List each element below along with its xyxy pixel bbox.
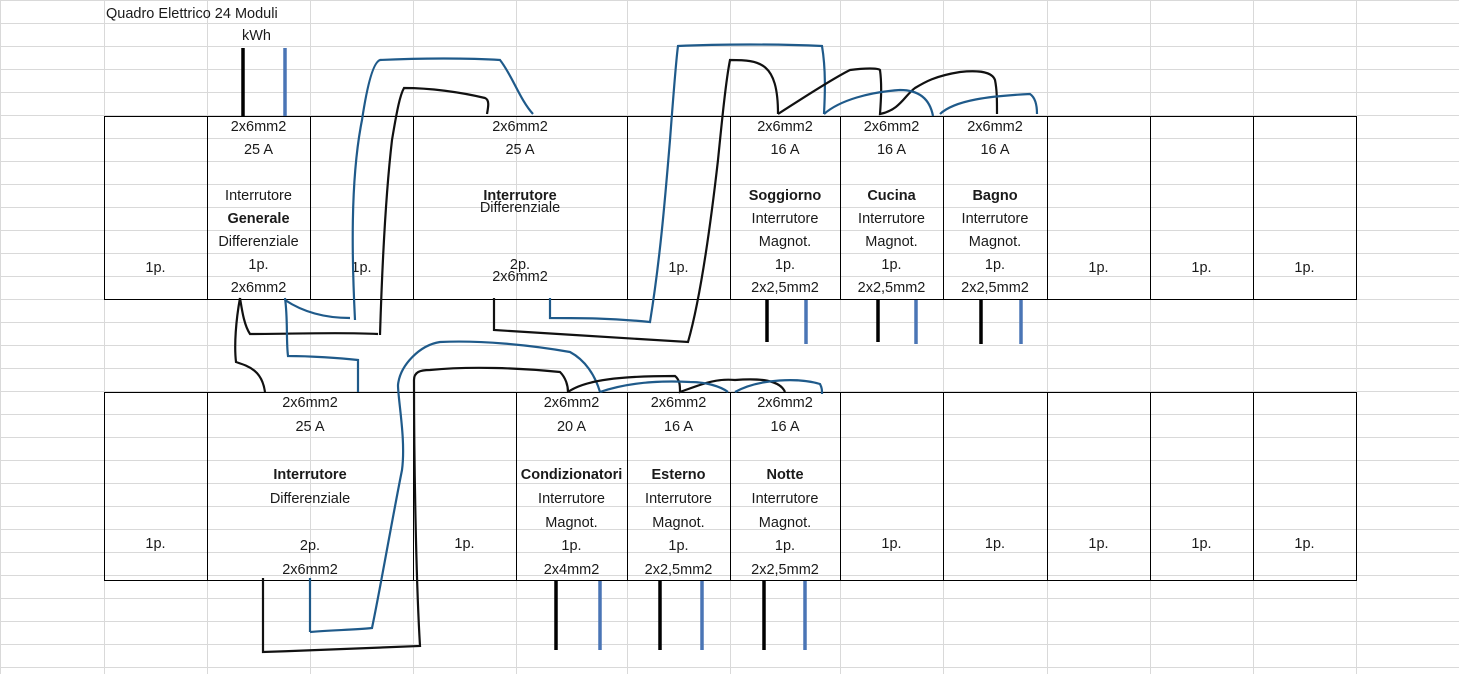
module-pole-label: 1p. bbox=[561, 538, 582, 555]
module-cell-border bbox=[1253, 392, 1357, 581]
module-cable-in: 2x6mm2 bbox=[967, 119, 1023, 135]
module-line-4: Interrutore bbox=[273, 466, 347, 483]
module-cable-out: 2x2,5mm2 bbox=[857, 280, 926, 296]
module-pole-label: 1p. bbox=[1294, 536, 1315, 552]
module-cable-out: 2x6mm2 bbox=[230, 280, 287, 296]
module-line-6: Magnot. bbox=[652, 514, 705, 531]
module-pole-label: 1p. bbox=[1088, 260, 1109, 276]
module-rating: 16 A bbox=[770, 418, 800, 435]
module-cable-out: 2x2,5mm2 bbox=[644, 562, 713, 579]
module-cable-in: 2x6mm2 bbox=[650, 395, 707, 411]
module-line-6: Magnot. bbox=[758, 234, 812, 250]
module-pole-label: 1p. bbox=[1088, 536, 1109, 552]
module-rating: 16 A bbox=[663, 418, 694, 435]
module-cable-in: 2x6mm2 bbox=[757, 119, 813, 135]
module-cable-out: 2x2,5mm2 bbox=[961, 280, 1029, 296]
module-line-4: Notte bbox=[766, 466, 804, 483]
module-line-6: Magnot. bbox=[865, 234, 918, 250]
module-line-5: Interrutore bbox=[538, 490, 605, 507]
module-line-4: Bagno bbox=[972, 188, 1018, 204]
module-cable-out: 2x2,5mm2 bbox=[751, 562, 819, 579]
module-cable-out: 2x2,5mm2 bbox=[751, 280, 819, 296]
module-line-5: Generale bbox=[227, 211, 290, 227]
module-pole-label: 1p. bbox=[668, 538, 689, 555]
module-pole-label: 1p. bbox=[881, 536, 902, 552]
module-rating: 20 A bbox=[556, 418, 587, 435]
module-line-4: Cucina bbox=[867, 188, 916, 204]
module-line-4: Condizionatori bbox=[520, 466, 623, 483]
module-pole-label: 1p. bbox=[1191, 260, 1212, 276]
module-line-5: Interrutore bbox=[645, 490, 712, 507]
module-line-5: Interrutore bbox=[751, 211, 819, 227]
module-line-5: Interrutore bbox=[751, 490, 819, 507]
module-cable-out: 2x6mm2 bbox=[492, 268, 548, 285]
module-rating: 25 A bbox=[243, 142, 274, 158]
module-pole-label: 1p. bbox=[881, 257, 902, 273]
module-rating: 25 A bbox=[295, 418, 325, 435]
module-pole-label: 1p. bbox=[984, 257, 1006, 273]
module-pole-label: 2p. bbox=[299, 538, 321, 555]
module-line-5: Interrutore bbox=[961, 211, 1029, 227]
panel-title: Quadro Elettrico 24 Moduli bbox=[106, 6, 278, 22]
module-cable-in: 2x6mm2 bbox=[282, 395, 338, 411]
module-pole-label: 1p. bbox=[774, 257, 796, 273]
module-line-6: Magnot. bbox=[968, 234, 1022, 250]
module-pole-label: 1p. bbox=[984, 536, 1006, 552]
module-cell-border bbox=[1253, 116, 1357, 300]
module-pole-label: 1p. bbox=[248, 257, 269, 273]
module-line-6: Magnot. bbox=[545, 514, 598, 531]
module-rating: 16 A bbox=[770, 142, 800, 158]
module-pole-label: 1p. bbox=[1294, 260, 1315, 276]
module-pole-label: 1p. bbox=[351, 260, 372, 276]
module-line-4: Soggiorno bbox=[748, 188, 822, 204]
module-line-6: Magnot. bbox=[758, 514, 812, 531]
module-pole-label: 1p. bbox=[774, 538, 796, 555]
module-rating: 25 A bbox=[505, 142, 535, 158]
module-cable-out: 2x4mm2 bbox=[543, 562, 600, 579]
module-line-4: Interrutore bbox=[225, 188, 292, 204]
module-line-5: Differenziale bbox=[269, 490, 351, 507]
module-pole-label: 1p. bbox=[454, 536, 475, 552]
module-rating: 16 A bbox=[876, 142, 907, 158]
module-line-5: Interrutore bbox=[858, 211, 925, 227]
module-pole-label: 1p. bbox=[145, 536, 166, 552]
module-line-6: Differenziale bbox=[218, 234, 299, 250]
module-cable-in: 2x6mm2 bbox=[543, 395, 600, 411]
module-cable-out: 2x6mm2 bbox=[282, 562, 338, 579]
module-pole-label: 1p. bbox=[145, 260, 166, 276]
meter-label: kWh bbox=[242, 28, 271, 44]
module-rating: 16 A bbox=[980, 142, 1010, 158]
module-cable-in: 2x6mm2 bbox=[492, 119, 548, 135]
module-cable-in: 2x6mm2 bbox=[757, 395, 813, 411]
module-cable-in: 2x6mm2 bbox=[230, 119, 287, 135]
module-line-4: Esterno bbox=[651, 466, 706, 483]
module-pole-label: 1p. bbox=[1191, 536, 1212, 552]
module-cable-in: 2x6mm2 bbox=[863, 119, 920, 135]
module-pole-label: 1p. bbox=[668, 260, 689, 276]
module-line-5: Differenziale bbox=[479, 199, 561, 216]
